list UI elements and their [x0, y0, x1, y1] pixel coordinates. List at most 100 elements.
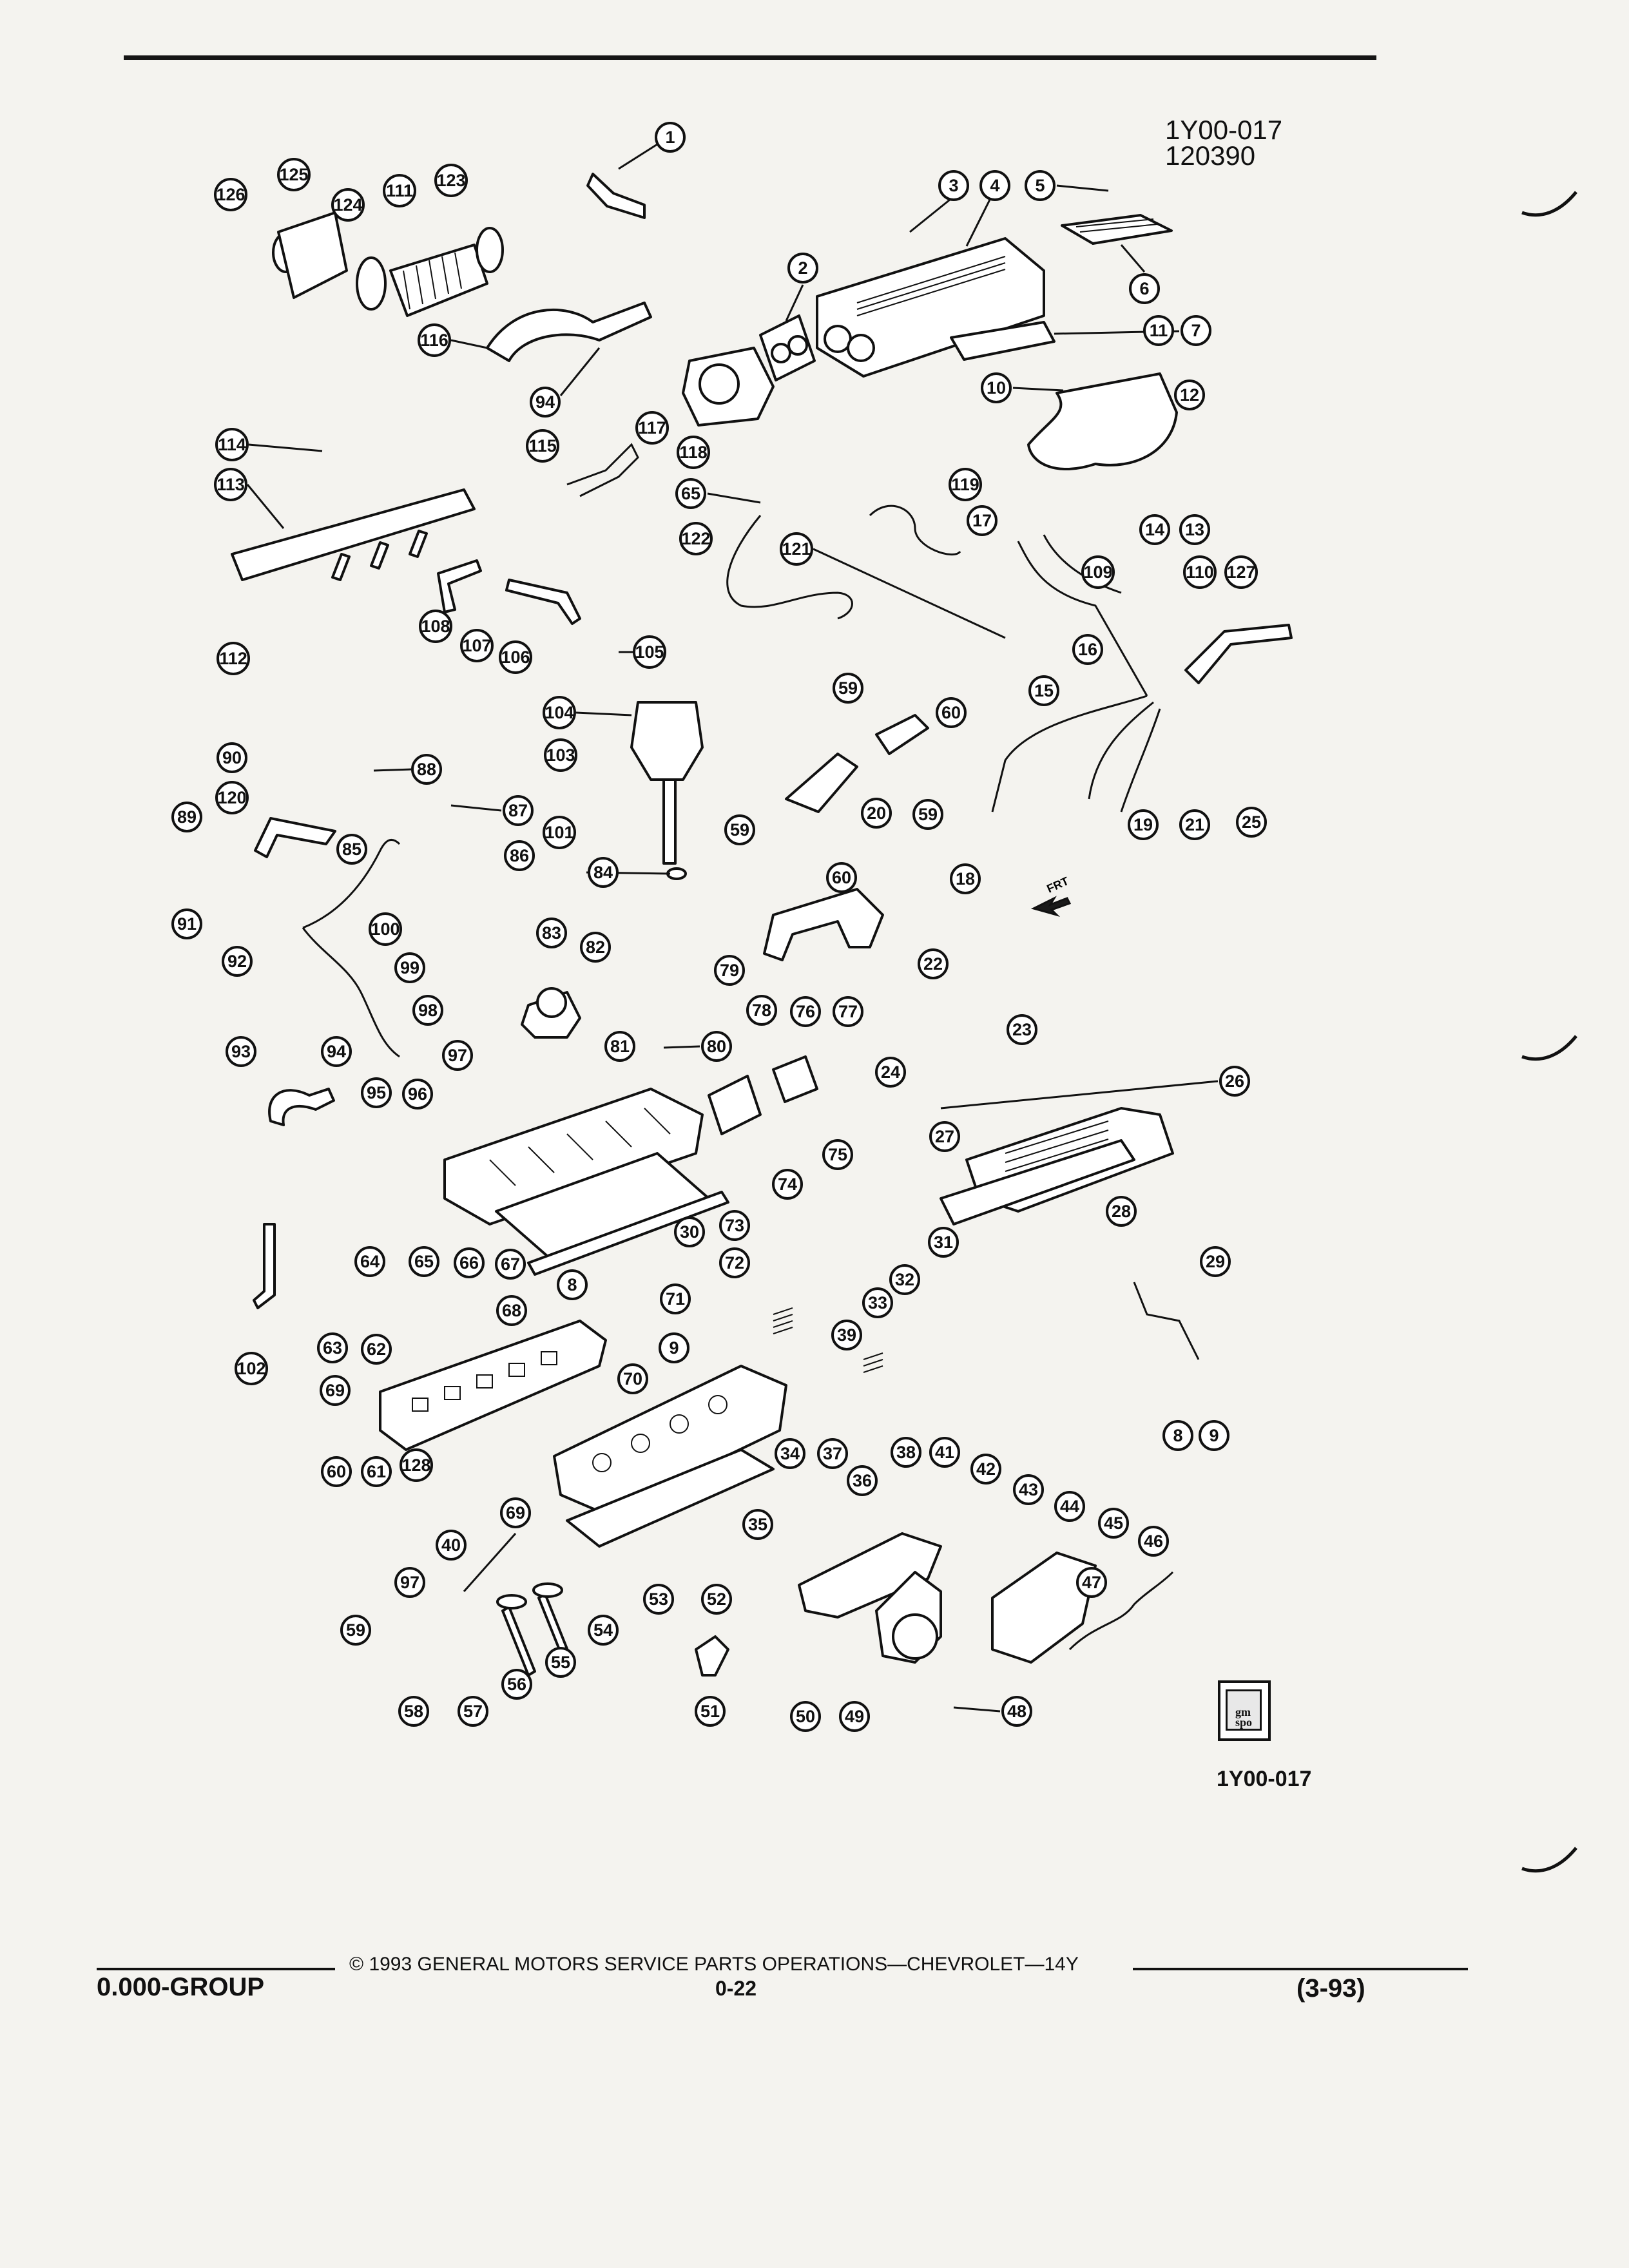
leader — [373, 768, 412, 772]
gm-spo-logo-text: gm spo — [1235, 1706, 1253, 1729]
callout-circle — [543, 816, 576, 849]
callout-number: 34 — [780, 1444, 800, 1463]
callout-number: 51 — [700, 1702, 720, 1721]
callout-circle — [394, 1567, 425, 1598]
part-hose-108 — [437, 559, 482, 613]
callout-number: 38 — [896, 1443, 916, 1462]
callout-circle — [929, 1121, 960, 1152]
callout-number: 21 — [1185, 815, 1204, 834]
callout-6: 6 — [1129, 273, 1160, 304]
callout-24: 24 — [875, 1057, 906, 1088]
part-pushrod-97 — [463, 1533, 517, 1592]
callout-number: 60 — [832, 868, 851, 887]
callout-number: 23 — [1012, 1020, 1032, 1039]
callout-number: 102 — [236, 1359, 265, 1378]
callout-circle — [714, 955, 745, 986]
callout-92: 92 — [222, 946, 253, 977]
callout-circle — [979, 170, 1010, 201]
callout-number: 59 — [346, 1620, 365, 1640]
callout-circle — [1224, 555, 1258, 589]
callout-108: 108 — [419, 610, 452, 643]
callout-circle — [938, 170, 969, 201]
part-clamp-124 — [356, 256, 387, 311]
callout-37: 37 — [817, 1438, 848, 1469]
callout-49: 49 — [839, 1701, 870, 1732]
leader — [559, 347, 601, 396]
callout-circle — [660, 1283, 691, 1314]
callout-number: 48 — [1007, 1702, 1027, 1721]
callout-59: 59 — [833, 673, 863, 704]
callout-number: 107 — [462, 636, 491, 655]
callout-44: 44 — [1054, 1491, 1085, 1522]
callout-circle — [409, 1246, 439, 1277]
callout-number: 65 — [681, 484, 700, 503]
leader — [1012, 387, 1064, 392]
part-pipe-127 — [1184, 624, 1293, 684]
callout-circle — [215, 428, 249, 461]
callout-number: 106 — [501, 648, 530, 667]
callout-number: 29 — [1206, 1252, 1225, 1271]
callout-circle — [775, 1438, 805, 1469]
callout-number: 116 — [420, 331, 448, 350]
callout-101: 101 — [543, 816, 576, 849]
part-hose-106 — [505, 579, 581, 625]
callout-circle — [967, 505, 998, 536]
callout-number: 15 — [1034, 681, 1054, 700]
callout-number: 95 — [367, 1083, 386, 1102]
part-bracket-1 — [586, 173, 646, 219]
callout-circle — [1183, 555, 1217, 589]
callout-9: 9 — [1199, 1420, 1229, 1451]
callout-number: 35 — [748, 1515, 767, 1534]
callout-number: 97 — [448, 1046, 467, 1065]
part-head-ports — [412, 1351, 557, 1412]
callout-117: 117 — [635, 411, 669, 445]
callout-circle — [1081, 555, 1115, 589]
callout-circle — [454, 1247, 485, 1278]
callout-number: 93 — [231, 1042, 251, 1061]
callout-4: 4 — [979, 170, 1010, 201]
callout-118: 118 — [677, 436, 710, 469]
callout-3: 3 — [938, 170, 969, 201]
part-gasket-78 — [708, 1075, 762, 1135]
callout-circle — [928, 1227, 959, 1258]
callout-102: 102 — [235, 1352, 268, 1385]
callout-26: 26 — [1219, 1066, 1250, 1097]
page-footer: © 1993 GENERAL MOTORS SERVICE PARTS OPER… — [97, 1946, 1468, 2010]
callout-33: 33 — [862, 1287, 893, 1318]
callout-52: 52 — [701, 1584, 732, 1615]
callout-number: 128 — [401, 1456, 430, 1475]
callout-circle — [320, 1375, 351, 1406]
callout-12: 12 — [1174, 380, 1205, 410]
callout-circle — [833, 673, 863, 704]
callout-number: 108 — [421, 617, 450, 636]
callout-number: 105 — [635, 642, 664, 662]
callout-circle — [949, 468, 982, 501]
callout-70: 70 — [617, 1363, 648, 1394]
callout-60: 60 — [321, 1456, 352, 1487]
footer-date: (3-93) — [1296, 1974, 1365, 2003]
part-throttle-bore — [699, 363, 740, 405]
callout-100: 100 — [369, 912, 402, 946]
callout-21: 21 — [1179, 809, 1210, 840]
callout-circle — [1236, 807, 1267, 838]
callout-circle — [398, 1696, 429, 1727]
callout-78: 78 — [746, 995, 777, 1026]
callout-circle — [790, 1701, 821, 1732]
callout-number: 84 — [593, 863, 613, 882]
callout-number: 122 — [681, 529, 710, 548]
part-gasket-hole — [771, 343, 791, 363]
callout-circle — [679, 522, 713, 555]
callout-circle — [214, 178, 247, 211]
callout-circle — [1162, 1420, 1193, 1451]
callout-circle — [217, 642, 250, 675]
callout-circle — [1200, 1246, 1231, 1277]
callout-circle — [1129, 273, 1160, 304]
part-egr-tube-92 — [302, 838, 401, 1058]
callout-circle — [504, 840, 535, 871]
callout-circle — [1143, 315, 1174, 346]
leader — [965, 199, 991, 247]
callout-number: 69 — [506, 1503, 525, 1523]
callout-39: 39 — [831, 1320, 862, 1350]
callout-circle — [500, 1497, 531, 1528]
leader — [450, 339, 488, 349]
